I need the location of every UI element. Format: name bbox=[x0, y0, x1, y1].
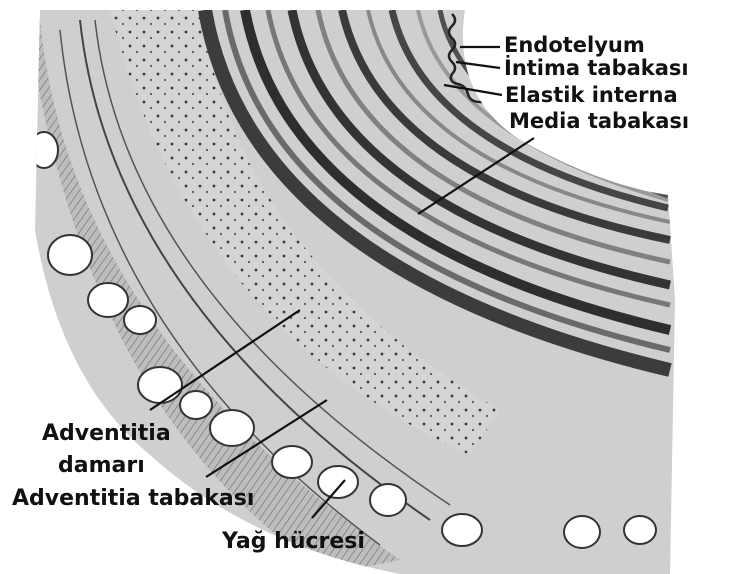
label-adventitia-tabakasi: Adventitia tabakası bbox=[12, 486, 254, 511]
label-elastik-interna: Elastik interna bbox=[505, 83, 678, 107]
label-adventitia-damari-line1: Adventitia bbox=[42, 421, 171, 446]
label-intima-tabakasi: İntima tabakası bbox=[504, 56, 689, 80]
label-yag-hucresi: Yağ hücresi bbox=[222, 529, 365, 554]
label-adventitia-damari-line2: damarı bbox=[58, 453, 145, 478]
label-endotelyum: Endotelyum bbox=[504, 33, 645, 57]
label-media-tabakasi: Media tabakası bbox=[509, 109, 689, 133]
